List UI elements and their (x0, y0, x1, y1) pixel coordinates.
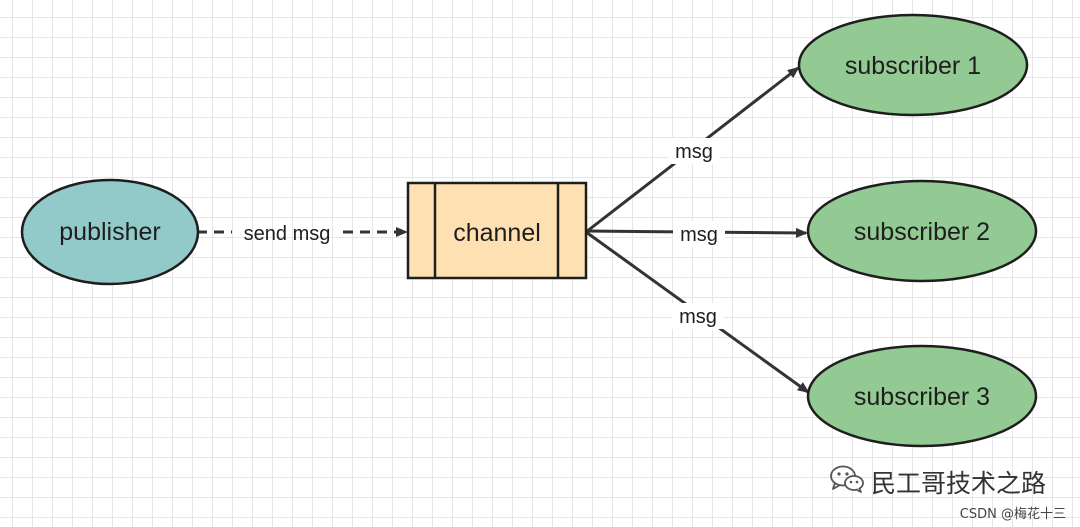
node-subscriber-2-label: subscriber 2 (854, 218, 990, 246)
node-subscriber-1-shape (797, 13, 1029, 117)
watermark-text: 民工哥技术之路 (870, 469, 1046, 498)
node-publisher-shape (20, 178, 200, 286)
edge-deliver-3: msg (585, 230, 810, 394)
edge-publish: send msg (197, 223, 408, 245)
node-publisher: publisher (20, 178, 200, 286)
node-subscriber-3-shape (806, 344, 1038, 448)
watermark-credit: CSDN @梅花十三 (959, 507, 1066, 522)
edge-deliver-3-label-bg (672, 303, 724, 329)
edge-deliver-1-label: msg (675, 141, 713, 163)
edge-deliver-2: msg (585, 221, 808, 247)
wechat-icon (829, 464, 865, 500)
edge-publish-label: send msg (244, 223, 331, 245)
edge-deliver-1-label-bg (668, 138, 720, 164)
node-channel: channel (406, 181, 588, 280)
node-publisher-label: publisher (59, 218, 160, 246)
node-subscriber-1: subscriber 1 (797, 13, 1029, 117)
edge-deliver-2-label-bg (673, 221, 725, 247)
node-subscriber-1-label: subscriber 1 (845, 52, 981, 80)
node-subscriber-3-label: subscriber 3 (854, 383, 990, 411)
edge-deliver-3-label: msg (679, 306, 717, 328)
node-subscriber-2: subscriber 2 (806, 179, 1038, 283)
edge-deliver-2-label: msg (680, 224, 718, 246)
edge-deliver-1: msg (585, 66, 800, 234)
node-subscriber-2-shape (806, 179, 1038, 283)
node-subscriber-3: subscriber 3 (806, 344, 1038, 448)
node-channel-label: channel (453, 219, 541, 247)
node-channel-shape (406, 181, 588, 280)
watermark: 民工哥技术之路 (829, 464, 1046, 500)
